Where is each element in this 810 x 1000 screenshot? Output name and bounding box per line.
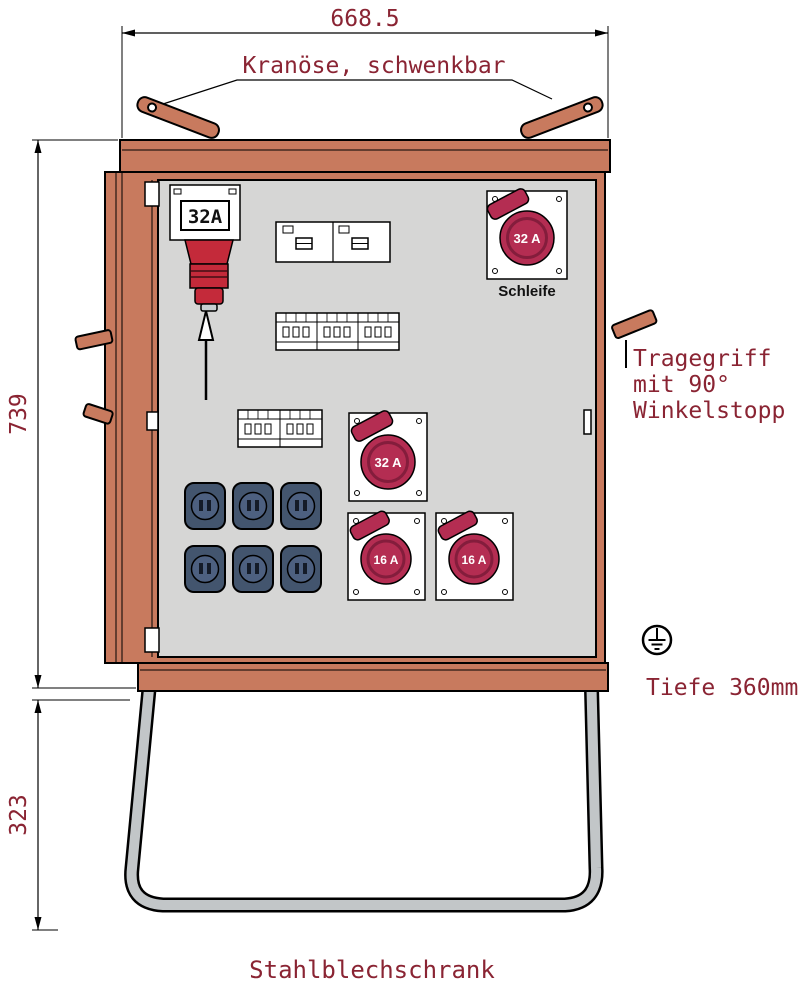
socket-16a-right-lid xyxy=(437,510,478,541)
inlet-plug-label: 32A xyxy=(188,206,223,228)
schleife-label: Schleife xyxy=(498,283,556,300)
inlet-plug-screw-right xyxy=(228,188,237,195)
schleife-socket-lid xyxy=(486,188,530,220)
width-extension-lines xyxy=(121,26,609,138)
socket-32a-lid xyxy=(350,410,394,442)
handle-left-upper xyxy=(74,329,114,351)
schuko-socket-1 xyxy=(184,482,226,530)
plug-tip xyxy=(200,303,218,312)
base-rail xyxy=(137,662,609,692)
inlet-plug: 32A xyxy=(169,184,241,312)
inlet-plug-plate xyxy=(180,200,230,231)
door-lock xyxy=(583,409,592,435)
phase-arrow xyxy=(197,310,215,400)
socket-16a-left-lid xyxy=(349,510,390,541)
width-dimension-label: 668.5 xyxy=(330,6,399,32)
cee-socket-16a-right: 16 A xyxy=(435,510,514,601)
door-hinge-bottom xyxy=(144,627,160,653)
handle-right xyxy=(611,309,658,340)
crane-lug-left-hole xyxy=(147,102,158,113)
width-dimension: 668.5 xyxy=(121,6,609,138)
plug-cap xyxy=(184,239,234,265)
stand-dimension: 323 xyxy=(6,699,130,931)
inlet-plug-screw-left xyxy=(173,188,182,195)
stand-dimension-label: 323 xyxy=(6,794,32,836)
schuko-socket-3 xyxy=(280,482,322,530)
crane-lug-left xyxy=(136,96,220,139)
caption: Stahlblechschrank xyxy=(249,956,495,984)
crane-leader-lines xyxy=(162,79,553,105)
breaker-row-lower xyxy=(237,409,323,448)
height-extension-lines xyxy=(32,139,136,689)
cabinet-lid xyxy=(119,139,611,173)
plug-lower xyxy=(194,287,224,305)
breaker-group-main xyxy=(275,221,391,263)
schuko-socket-5 xyxy=(232,545,274,593)
height-dimension-label: 739 xyxy=(6,393,32,435)
handle-annotation: Tragegriff mit 90° Winkelstopp xyxy=(633,346,785,424)
stand-frame xyxy=(124,667,604,913)
door-hinge-top xyxy=(144,181,160,207)
stand-extension-lines xyxy=(32,699,130,931)
plug-ribs xyxy=(191,270,227,278)
cee-socket-schleife: 32 A xyxy=(486,188,568,280)
handle-left-lower xyxy=(82,403,114,425)
breaker-upper-toggles xyxy=(282,326,392,338)
cee-socket-16a-left: 16 A xyxy=(347,510,426,601)
breaker-main-mark-1 xyxy=(282,225,294,234)
handle-label-line1: Tragegriff xyxy=(633,346,771,372)
plug-body xyxy=(189,263,229,289)
schleife-socket-rating: 32 A xyxy=(514,231,542,246)
breaker-main-mark-2 xyxy=(338,225,350,234)
socket-16a-right-rating: 16 A xyxy=(462,553,487,567)
stand-tube-outline xyxy=(124,667,604,913)
door-hinge-middle xyxy=(146,411,159,431)
depth-label: Tiefe 360mm xyxy=(646,675,798,701)
crane-lug-right-hole xyxy=(582,102,593,113)
crane-annotation: Kranöse, schwenkbar xyxy=(162,53,553,105)
socket-32a-rating: 32 A xyxy=(375,455,403,470)
height-dimension: 739 xyxy=(6,139,136,689)
handle-label-line2: mit 90° xyxy=(633,372,730,398)
earth-symbol xyxy=(641,624,673,656)
crane-label: Kranöse, schwenkbar xyxy=(242,53,505,79)
crane-lug-right xyxy=(520,96,604,139)
handle-label-line3: Winkelstopp xyxy=(633,398,785,424)
stand-tube-fill xyxy=(126,667,602,910)
socket-16a-left-rating: 16 A xyxy=(374,553,399,567)
schuko-socket-6 xyxy=(280,545,322,593)
breaker-lower-toggles xyxy=(244,423,314,435)
cee-socket-32a: 32 A xyxy=(348,410,428,502)
schuko-socket-4 xyxy=(184,545,226,593)
breaker-row-upper xyxy=(275,312,400,351)
schuko-socket-2 xyxy=(232,482,274,530)
